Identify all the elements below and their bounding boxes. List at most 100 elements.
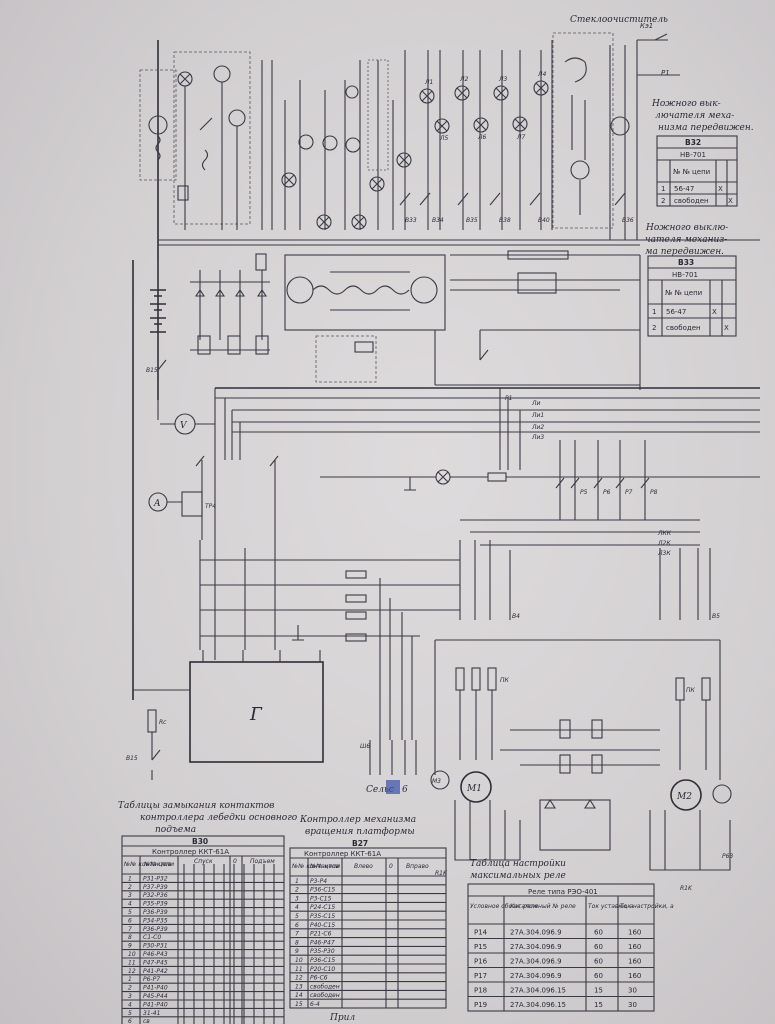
table-cell: 60 [594,929,603,937]
table-cell: 3 [128,993,132,1000]
pk-label-2: ПК [686,687,696,694]
sels-number: 6 [402,785,408,795]
b15-label-2: В15 [126,755,138,762]
table-b32: В32 НВ-701 № № цепи 1 56-47 X 2 свободен… [656,135,738,207]
table-cell: Р19 [474,1001,487,1009]
table-cell: 14 [295,992,303,999]
table-cell: №№ цепи [143,861,174,868]
table-cell: 3 [128,892,132,899]
table-cell: 13 [295,983,303,990]
pedal-note-line: лючателя меха- [655,111,734,121]
table-cell: Р46-Р47 [310,939,335,946]
table-cell: Р36-С15 [310,957,335,964]
lamp-label: Л2 [459,76,469,83]
ammeter-label: A [153,499,161,509]
table-b32-col: № № цепи [673,168,710,176]
table-cell: 12 [128,968,136,975]
table-cell: 15 [594,987,603,995]
table-cell: Р35-С15 [310,913,335,920]
table-cell: Р3-Р4 [310,878,327,885]
table-cell: 1 [128,875,132,882]
table-cell: свободен [310,983,340,990]
table-cell: 8 [128,934,132,941]
table-cell: Р24-С15 [310,904,335,911]
table-cell: 9 [295,948,299,955]
table-cell: 5 [128,909,132,916]
cell: 1 [652,308,656,316]
table-cell: 8 [295,939,299,946]
b15-label: В15 [146,367,158,374]
table-cell: Р36-Р39 [143,926,168,933]
table-cell: Р40-С15 [310,922,335,929]
table-cell: 2 [128,884,132,891]
motor-m1-icon [460,771,492,803]
top-panel: Л1 Л2 Л3 Л4 Л5 Л6 Л7 В33 В34 В35 В38 В40… [132,15,760,700]
table-cell: 3 [295,895,299,902]
bus-label: Ли1 [531,412,544,419]
table-b32-id: В32 [685,138,701,147]
pedal-note-line: чателя механиз- [645,235,727,245]
table-cell: 4 [295,904,299,911]
sensor-icon [322,135,338,151]
lamp-label: Л1 [424,79,433,86]
motor-m3-icon [430,770,450,790]
table-cell: Контроллер ККТ-61А [152,848,229,856]
table-frame [121,835,285,1024]
table-cell: Ток настройки, а [620,903,674,910]
table-b33-col: № № цепи [665,289,702,297]
cell: 2 [652,324,656,332]
table-cell: Р20-С10 [310,966,335,973]
table-cell: Спуск [194,858,213,865]
lamp-label: Л5 [439,135,449,142]
table-cell: Р35-Р30 [310,948,335,955]
motor-icon [213,65,231,83]
relay-label: Р1 [505,395,512,402]
lamp-row [281,80,549,230]
sensor-icon [345,137,361,153]
sh6-label: Ш6 [360,743,370,750]
table-cell: 4 [128,901,132,908]
table-cell: 60 [594,943,603,951]
cell: 56-47 [674,185,694,193]
switch-label: В40 [538,217,550,224]
table-cell: Контроллер ККТ-61А [304,850,381,858]
table-cell: 15 [594,1001,603,1009]
sels-label: Сельс [366,785,394,795]
alternator-icon [410,276,438,304]
table-cell: 7 [128,926,132,933]
table-cell: Р41-Р40 [143,985,168,992]
p1-label: Р1 [661,69,670,77]
v4-label: В4 [512,613,520,620]
switch-label: В34 [432,217,444,224]
table-b33: В33 НВ-701 № № цепи 1 56-47 X 2 свободен… [647,255,737,337]
pedal-note-2: Ножного выклю- чателя механиз- ма передв… [645,223,728,257]
table-cell: 27А.304.096.9 [510,958,562,966]
table-cell: 6 [295,922,299,929]
switch-row [399,192,626,206]
cell: X [728,197,733,205]
wiper-label: Стеклоочиститель [570,15,668,25]
r1k-label: R1K [435,870,448,877]
table-cell: 160 [628,943,641,951]
motor-section: ПК ПК М1 М3 М2 R1K R1K Р63 [430,639,733,892]
middle-section: В15 V Ли Ли1 [146,250,760,740]
table-cell: 15 [295,1001,303,1008]
table-cell: Р46-Р43 [143,951,168,958]
motor-icon [610,116,630,136]
bus-label: Л3К [657,550,671,557]
kkt-left-caption-line: Таблицы замыкания контактов [118,800,274,811]
table-cell: 12 [295,975,303,982]
rs-label: Rc [159,719,167,726]
switch-label: В33 [405,217,417,224]
generator-block: Г Rc В15 Ш6 Сельс 6 [126,650,417,795]
m3-label: М3 [432,778,441,785]
switch-label: В35 [466,217,478,224]
motor-icon [712,784,732,804]
table-cell: 27А.304.096.15 [510,1001,566,1009]
table-cell: 27А.304.096.9 [510,929,562,937]
table-cell: №№ контактов [123,861,172,868]
table-cell: 11 [295,966,303,973]
table-cell: 0 [389,863,393,870]
table-cell: 60 [594,972,603,980]
